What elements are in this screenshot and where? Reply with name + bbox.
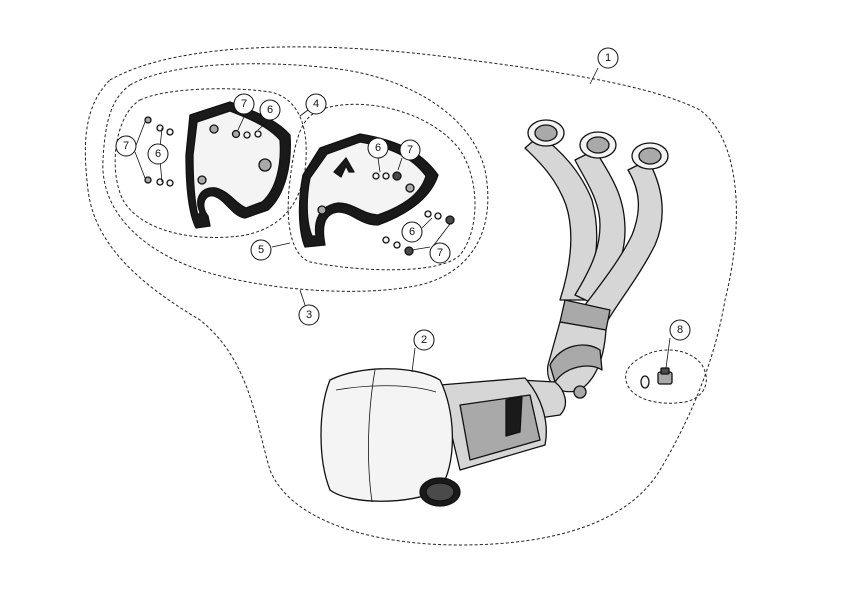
svg-text:6: 6 xyxy=(375,142,381,154)
washer-icon xyxy=(372,172,380,180)
callout-6-bottom: 6 xyxy=(401,221,423,243)
svg-text:7: 7 xyxy=(241,98,247,110)
bolt-icon xyxy=(231,129,241,139)
bolt-icon xyxy=(144,176,152,184)
svg-text:4: 4 xyxy=(313,98,319,110)
svg-text:1: 1 xyxy=(605,52,611,64)
fitting-set xyxy=(640,367,673,389)
bolt-icon xyxy=(144,116,152,124)
callout-8: 8 xyxy=(669,319,691,341)
svg-text:2: 2 xyxy=(421,334,427,346)
svg-text:5: 5 xyxy=(258,244,264,256)
svg-text:7: 7 xyxy=(407,144,413,156)
bolt-icon xyxy=(392,171,402,181)
svg-text:6: 6 xyxy=(409,226,415,238)
callout-6-right: 6 xyxy=(367,137,389,159)
washer-icon xyxy=(254,130,262,138)
callout-7-top: 7 xyxy=(233,93,255,115)
washer-icon xyxy=(382,172,390,180)
bolt-icon xyxy=(445,215,455,225)
callout-6-top: 6 xyxy=(259,99,281,121)
callout-1: 1 xyxy=(597,47,619,69)
washer-icon xyxy=(393,241,401,249)
svg-text:3: 3 xyxy=(306,309,312,321)
washer-icon xyxy=(424,210,432,218)
svg-text:7: 7 xyxy=(123,140,129,152)
callout-6-left: 6 xyxy=(147,143,169,165)
callout-5: 5 xyxy=(250,239,272,261)
svg-text:6: 6 xyxy=(155,148,161,160)
hardware-set xyxy=(144,116,455,256)
washer-icon xyxy=(166,128,174,136)
washer-icon xyxy=(243,131,251,139)
group-4-outline xyxy=(114,88,307,238)
svg-text:6: 6 xyxy=(267,104,273,116)
washer-icon xyxy=(166,179,174,187)
callout-4: 4 xyxy=(305,93,327,115)
muffler xyxy=(320,368,547,507)
washer-icon xyxy=(434,212,442,220)
svg-text:7: 7 xyxy=(437,247,443,259)
callout-2: 2 xyxy=(413,329,435,351)
right-heat-shield xyxy=(298,133,439,248)
callout-3: 3 xyxy=(298,304,320,326)
callout-7-left: 7 xyxy=(115,135,137,157)
callout-7-right: 7 xyxy=(399,139,421,161)
bolt-icon xyxy=(404,246,414,256)
group-8-outline xyxy=(625,349,707,404)
callout-7-bottom: 7 xyxy=(429,242,451,264)
group-5-outline xyxy=(287,103,476,271)
left-heat-shield xyxy=(185,101,291,229)
header-pipes xyxy=(519,119,669,421)
svg-text:8: 8 xyxy=(677,324,683,336)
washer-icon xyxy=(382,236,390,244)
group-3-outline xyxy=(102,63,489,292)
